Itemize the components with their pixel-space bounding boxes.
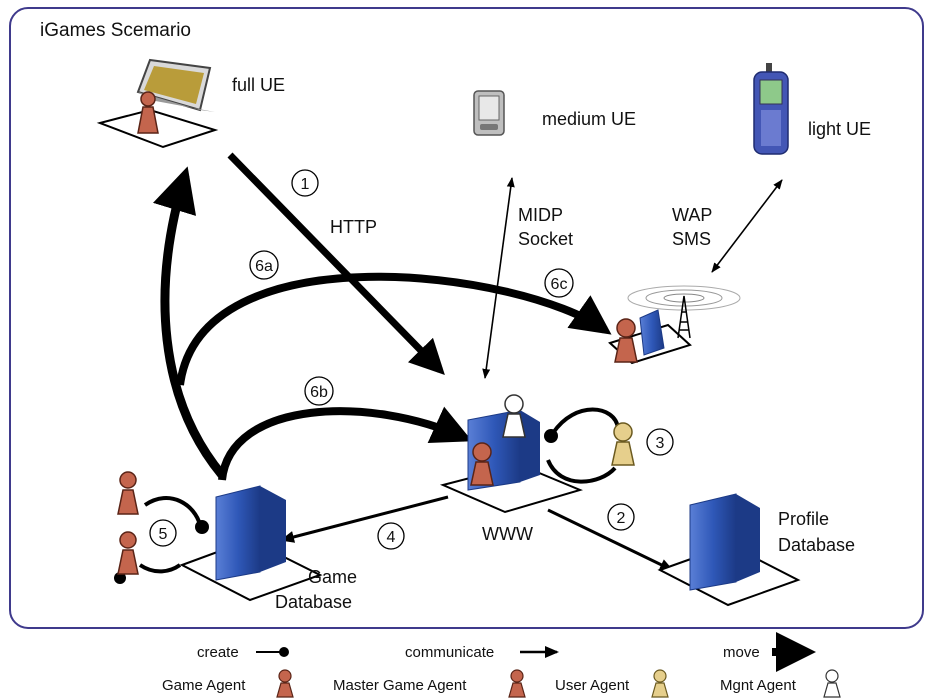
create-link-3 bbox=[551, 407, 620, 435]
master-game-agent-icon bbox=[470, 442, 494, 486]
game-agent-icon bbox=[137, 91, 159, 134]
svg-text:4: 4 bbox=[387, 529, 396, 546]
diagram-title: iGames Scemario bbox=[40, 20, 191, 41]
legend-game-agent-label: Game Agent bbox=[162, 677, 246, 694]
legend-user-agent-icon bbox=[651, 669, 669, 698]
master-game-agent-icon bbox=[614, 318, 638, 363]
step-2-badge: 2 bbox=[607, 503, 635, 531]
svg-text:6a: 6a bbox=[255, 258, 273, 275]
arrow-6b-move bbox=[218, 406, 473, 481]
svg-text:6b: 6b bbox=[310, 384, 328, 401]
svg-text:2: 2 bbox=[617, 510, 626, 527]
light-ue-label: light UE bbox=[808, 119, 871, 139]
mgnt-agent-icon bbox=[502, 394, 526, 438]
game-db-label-line2: Database bbox=[275, 592, 352, 612]
sms-label: SMS bbox=[672, 229, 711, 249]
radio-tower-icon bbox=[627, 285, 741, 339]
arrow-6a-move bbox=[176, 272, 612, 386]
legend-user-agent-label: User Agent bbox=[555, 677, 630, 694]
full-ue-label: full UE bbox=[232, 75, 285, 95]
profile-database-node bbox=[657, 493, 801, 607]
create-link-5b bbox=[138, 563, 182, 574]
arrow-2-communicate bbox=[547, 508, 674, 572]
game-database-node bbox=[179, 485, 323, 602]
svg-text:3: 3 bbox=[656, 435, 665, 452]
step-6a-badge: 6a bbox=[249, 250, 279, 280]
midp-label: MIDP bbox=[518, 205, 563, 225]
profile-db-label-line1: Profile bbox=[778, 509, 829, 529]
arrow-4-communicate bbox=[280, 495, 449, 543]
http-label: HTTP bbox=[330, 217, 377, 237]
profile-db-label-line2: Database bbox=[778, 535, 855, 555]
svg-text:1: 1 bbox=[301, 176, 310, 193]
medium-ue-pda-icon bbox=[473, 90, 505, 136]
medium-ue-label: medium UE bbox=[542, 109, 636, 129]
wap-label: WAP bbox=[672, 205, 712, 225]
step-5-badge: 5 bbox=[149, 519, 177, 547]
arrow-midp-socket bbox=[482, 177, 515, 379]
step-4-badge: 4 bbox=[377, 522, 405, 550]
legend-master-game-agent-label: Master Game Agent bbox=[333, 677, 467, 694]
legend-game-agent-icon bbox=[276, 669, 294, 698]
create-link-3b bbox=[546, 459, 617, 484]
arrow-wap-sms bbox=[711, 179, 783, 273]
www-label: WWW bbox=[482, 524, 533, 544]
legend: create communicate move Game Agent Maste… bbox=[162, 632, 841, 698]
arrow-1-move bbox=[227, 152, 445, 376]
game-agent-icon bbox=[117, 471, 139, 515]
legend-master-game-agent-icon bbox=[508, 669, 526, 698]
create-dot-3 bbox=[544, 429, 558, 443]
full-ue-laptop-icon bbox=[96, 58, 219, 149]
step-6c-badge: 6c bbox=[544, 268, 574, 298]
step-6b-badge: 6b bbox=[304, 376, 334, 406]
create-dot-5b bbox=[114, 572, 126, 584]
legend-communicate-label: communicate bbox=[405, 644, 494, 661]
scenario-frame bbox=[9, 7, 924, 629]
legend-create-label: create bbox=[197, 644, 239, 661]
svg-text:6c: 6c bbox=[551, 276, 568, 293]
legend-mgnt-agent-label: Mgnt Agent bbox=[720, 677, 797, 694]
arrow-gamedb-to-fullue bbox=[153, 166, 226, 478]
legend-move-label: move bbox=[723, 644, 760, 661]
svg-text:5: 5 bbox=[159, 526, 168, 543]
light-ue-phone-icon bbox=[753, 63, 789, 155]
game-db-label-line1: Game bbox=[308, 567, 357, 587]
legend-mgnt-agent-icon bbox=[823, 669, 841, 698]
game-agent-icon bbox=[117, 531, 139, 575]
step-3-badge: 3 bbox=[646, 428, 674, 456]
user-agent-icon bbox=[611, 422, 635, 466]
create-link-5 bbox=[143, 496, 202, 526]
socket-label: Socket bbox=[518, 229, 573, 249]
legend-create-dot bbox=[279, 647, 289, 657]
create-dot-5 bbox=[195, 520, 209, 534]
step-1-badge: 1 bbox=[291, 169, 319, 197]
